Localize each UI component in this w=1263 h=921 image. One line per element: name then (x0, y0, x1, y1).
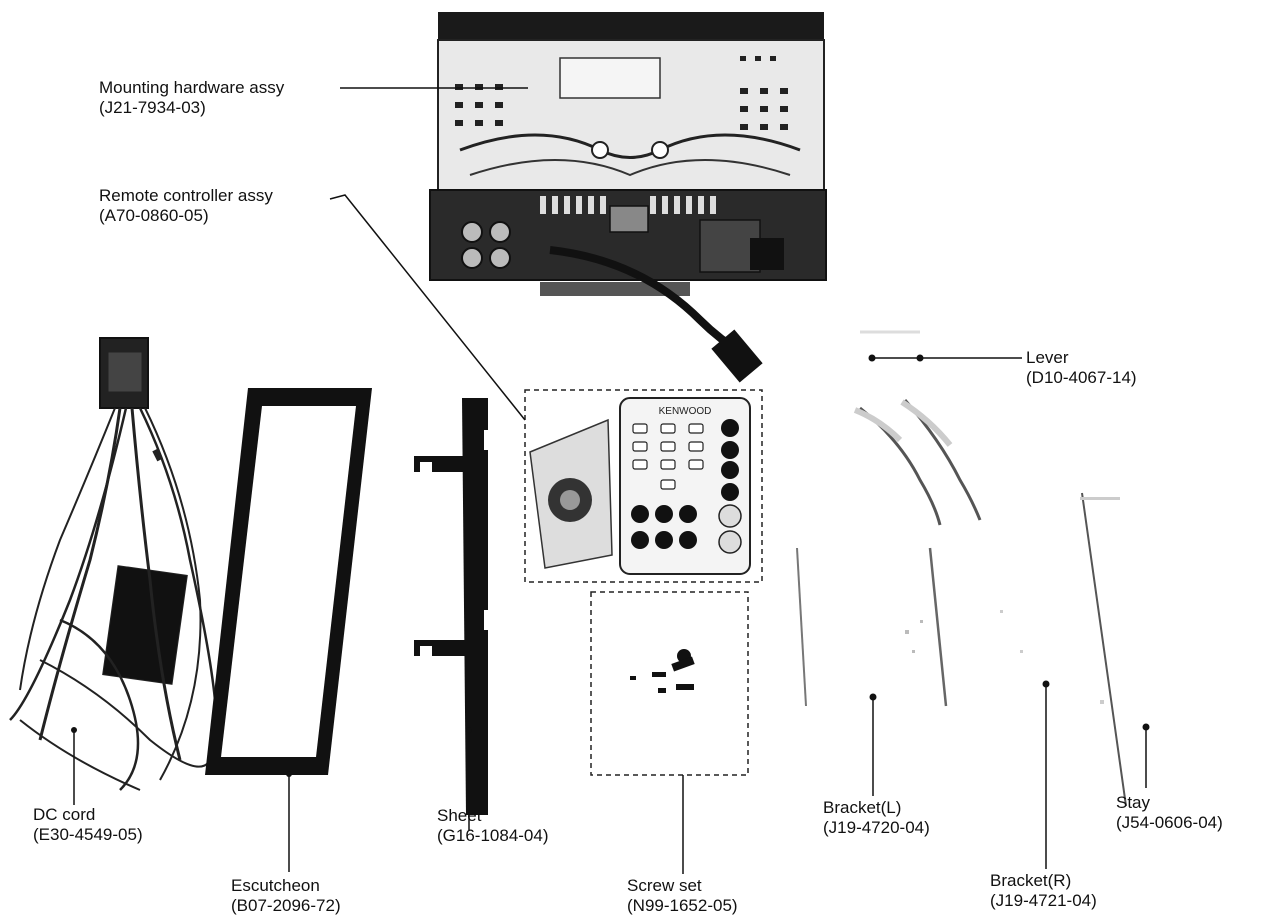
leader-dots (71, 354, 1150, 777)
label-bracket-r: Bracket(R) (J19-4721-04) (990, 871, 1097, 911)
escutcheon-frame (205, 388, 372, 775)
stay-name: Stay (1116, 793, 1151, 812)
remote-controller-box: KENWOOD (524, 389, 763, 583)
leader-lines (73, 87, 1147, 874)
label-sheet: Sheet (G16-1084-04) (437, 806, 549, 846)
label-bracket-l: Bracket(L) (J19-4720-04) (823, 798, 930, 838)
bracket-r-code: (J19-4721-04) (990, 891, 1097, 910)
label-escutcheon: Escutcheon (B07-2096-72) (231, 876, 341, 916)
label-mounting-hardware: Mounting hardware assy (J21-7934-03) (99, 78, 284, 118)
screw-set-code: (N99-1652-05) (627, 896, 738, 915)
stay-code: (J54-0606-04) (1116, 813, 1223, 832)
lever-part (853, 330, 982, 526)
dc-cord-name: DC cord (33, 805, 96, 824)
bracket-l-part (796, 547, 948, 707)
lever-code: (D10-4067-14) (1026, 368, 1137, 387)
label-lever: Lever (D10-4067-14) (1026, 348, 1137, 388)
bracket-l-name: Bracket(L) (823, 798, 902, 817)
sheet-part (414, 398, 490, 815)
bracket-r-name: Bracket(R) (990, 871, 1072, 890)
remote-controller-code: (A70-0860-05) (99, 206, 209, 225)
bracket-r-part (1000, 610, 1023, 653)
mounting-hardware-code: (J21-7934-03) (99, 98, 206, 117)
escutcheon-name: Escutcheon (231, 876, 320, 895)
head-unit-chassis (429, 12, 827, 383)
remote-brand-text: KENWOOD (659, 406, 712, 417)
sheet-name: Sheet (437, 806, 482, 825)
label-remote-controller: Remote controller assy (A70-0860-05) (99, 186, 273, 226)
mounting-hardware-name: Mounting hardware assy (99, 78, 285, 97)
label-screw-set: Screw set (N99-1652-05) (627, 876, 738, 916)
stay-part (1080, 492, 1127, 807)
dc-cord-harness (9, 337, 217, 791)
lever-name: Lever (1026, 348, 1069, 367)
dc-cord-code: (E30-4549-05) (33, 825, 143, 844)
bracket-l-code: (J19-4720-04) (823, 818, 930, 837)
screw-set-box (590, 591, 749, 776)
label-dc-cord: DC cord (E30-4549-05) (33, 805, 143, 845)
sheet-code: (G16-1084-04) (437, 826, 549, 845)
label-stay: Stay (J54-0606-04) (1116, 793, 1223, 833)
screw-set-name: Screw set (627, 876, 702, 895)
escutcheon-code: (B07-2096-72) (231, 896, 341, 915)
remote-controller-name: Remote controller assy (99, 186, 273, 205)
